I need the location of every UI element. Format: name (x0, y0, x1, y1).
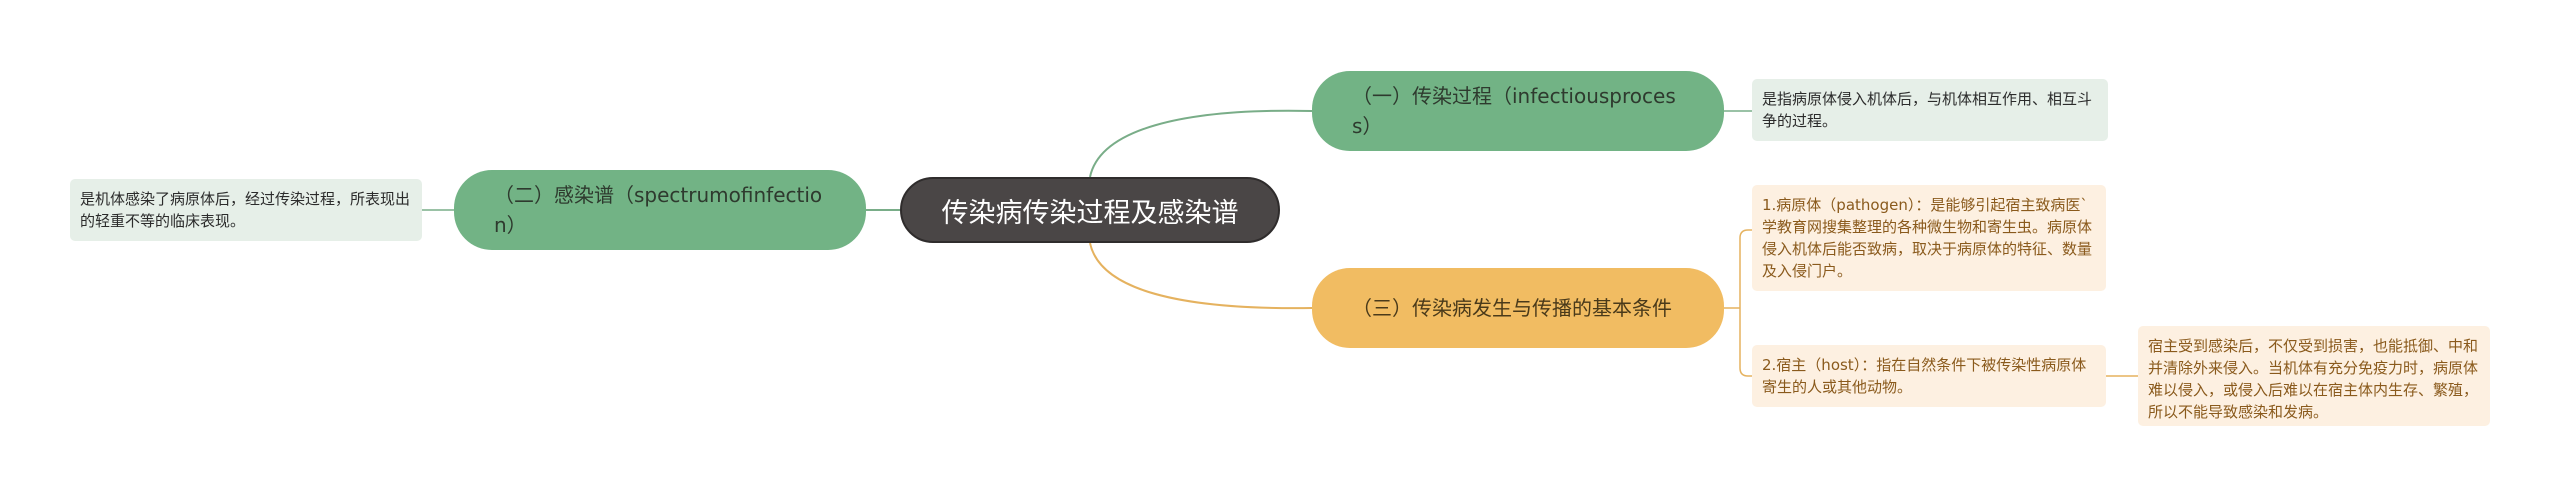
branch-spectrum-of-infection[interactable]: （二）感染谱（spectrumofinfection） (454, 170, 866, 250)
leaf-host-detail[interactable]: 宿主受到感染后，不仅受到损害，也能抵御、中和并清除外来侵入。当机体有充分免疫力时… (2138, 326, 2490, 426)
leaf-spectrum-definition[interactable]: 是机体感染了病原体后，经过传染过程，所表现出的轻重不等的临床表现。 (70, 179, 422, 241)
branch-1-label: （一）传染过程（infectiousprocess） (1352, 84, 1676, 138)
leaf-host[interactable]: 2.宿主（host）：指在自然条件下被传染性病原体寄生的人或其他动物。 (1752, 345, 2106, 407)
branch-3-label: （三）传染病发生与传播的基本条件 (1352, 296, 1672, 320)
branch-2-label: （二）感染谱（spectrumofinfection） (494, 183, 823, 237)
leaf-pathogen[interactable]: 1.病原体（pathogen）：是能够引起宿主致病医`学教育网搜集整理的各种微生… (1752, 185, 2106, 291)
root-topic[interactable]: 传染病传染过程及感染谱 (900, 177, 1280, 243)
link-branch-3-to-leaves (1724, 229, 1752, 377)
branch-basic-conditions[interactable]: （三）传染病发生与传播的基本条件 (1312, 268, 1724, 348)
link-root-to-branch-3 (1089, 242, 1313, 310)
link-root-to-branch-1 (1089, 109, 1313, 178)
branch-infectious-process[interactable]: （一）传染过程（infectiousprocess） (1312, 71, 1724, 151)
leaf-infectious-process-definition[interactable]: 是指病原体侵入机体后，与机体相互作用、相互斗争的过程。 (1752, 79, 2108, 141)
